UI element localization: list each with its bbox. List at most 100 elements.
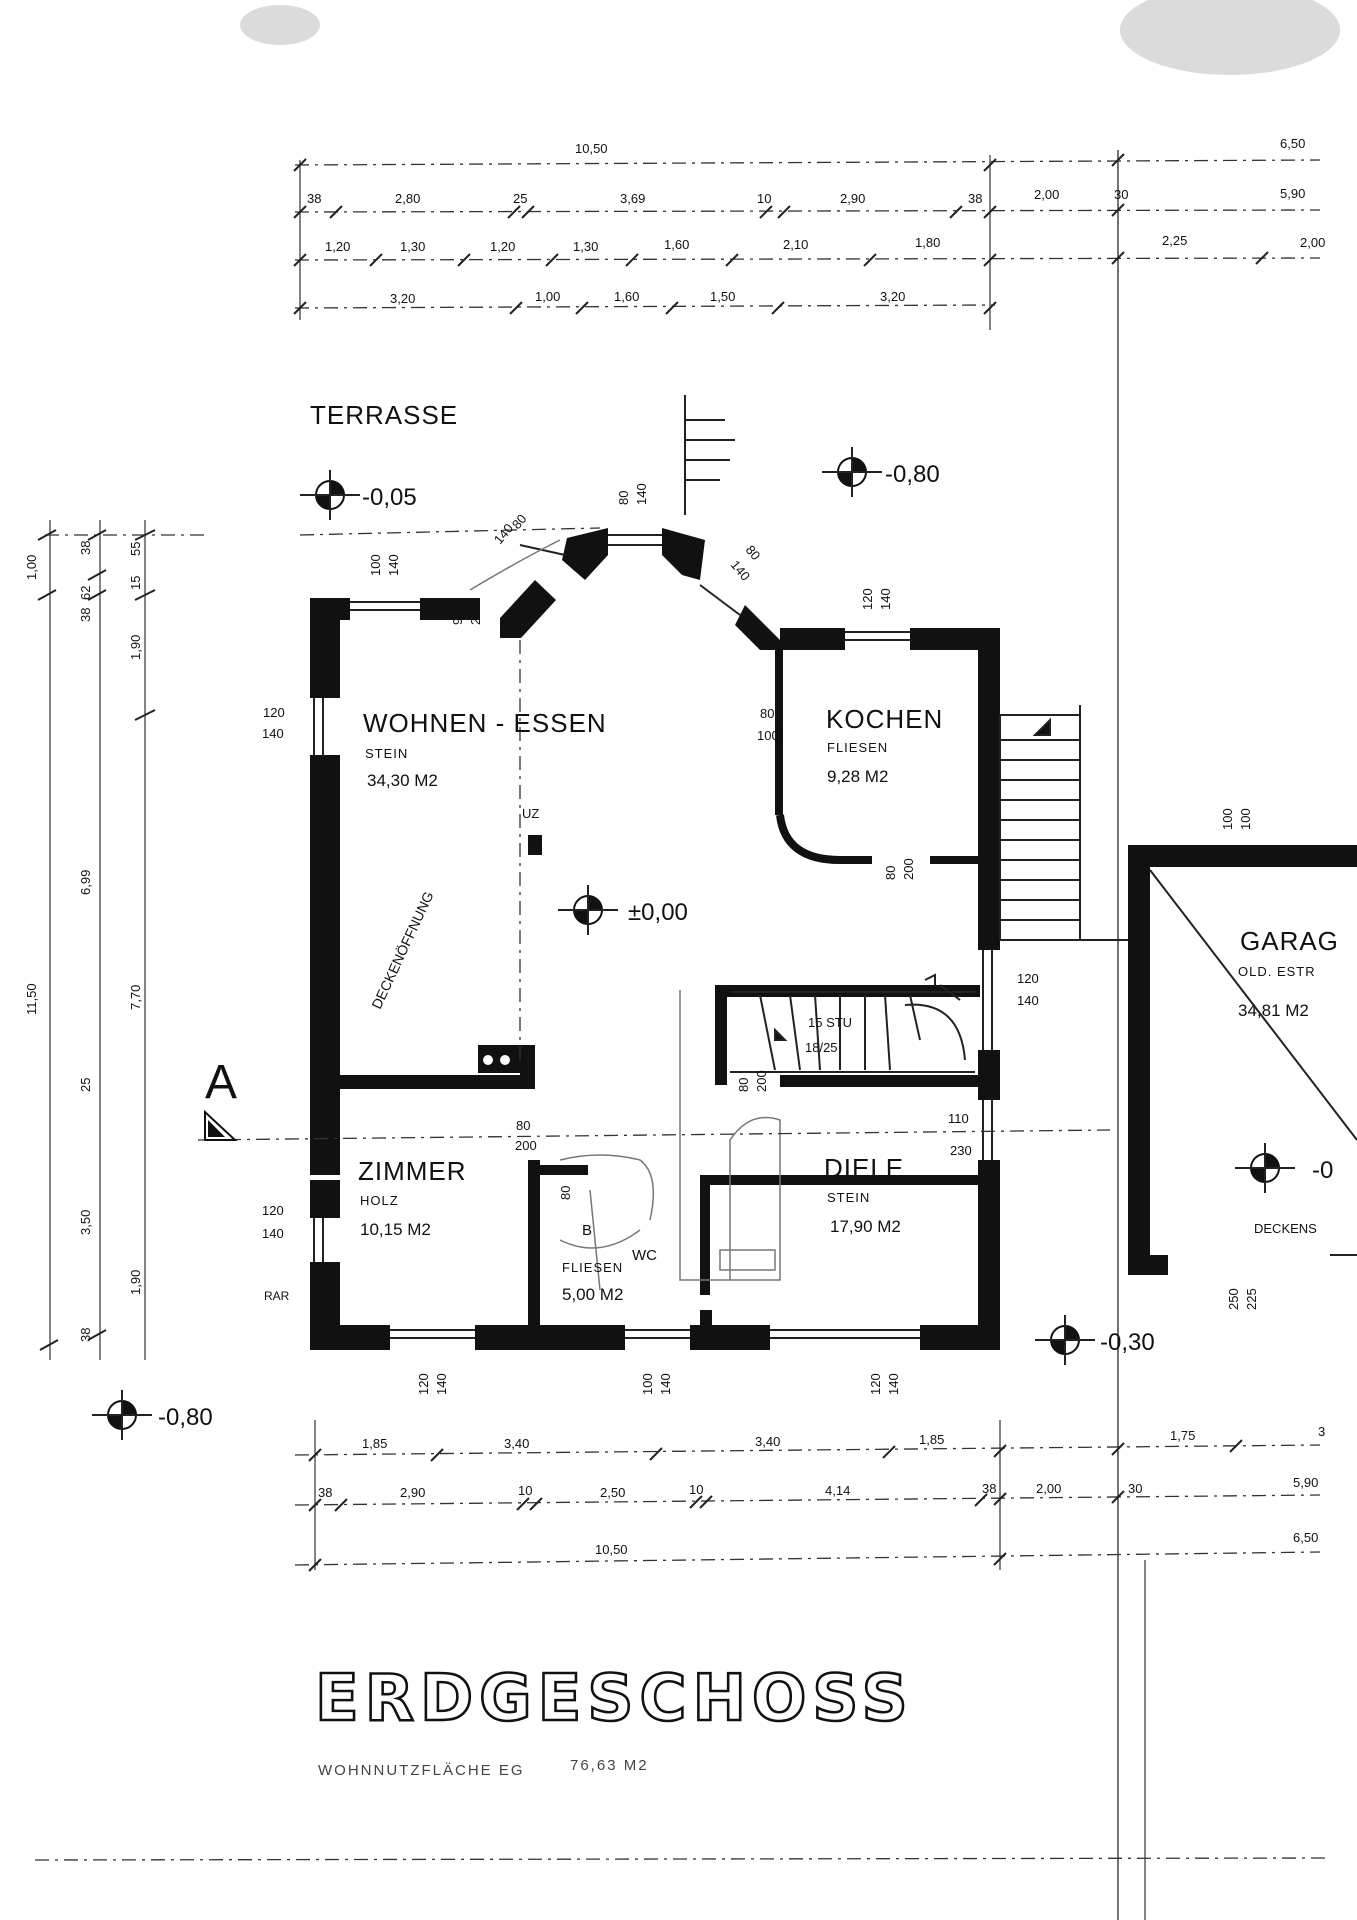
- od-bay-right-b: 140: [728, 557, 753, 583]
- od-bath-door: 80: [558, 1186, 573, 1200]
- od-bay-side-a: 90: [450, 611, 465, 625]
- dim-top-total-main: 10,50: [575, 141, 608, 156]
- od-zimmer-left-a: 120: [262, 1203, 284, 1218]
- od-kitchen-top-b: 140: [878, 588, 893, 610]
- ceiling-opening-label: DECKENÖFFNUNG: [367, 888, 436, 1011]
- dim-top-r4-2: 1,00: [535, 289, 560, 304]
- dim-top-r2-3: 25: [513, 191, 527, 206]
- od-bay-side-b: 230: [468, 603, 483, 625]
- dim-top-r2-1: 38: [307, 191, 321, 206]
- main-stairs: [730, 973, 975, 1073]
- room-material-zimmer: HOLZ: [360, 1193, 399, 1208]
- dimension-chains-top: 10,50 6,50 38 2,80 25 3,69 10 2,90 38 2,…: [293, 136, 1325, 1920]
- od-stair-bottom-a: 80: [736, 1078, 751, 1092]
- od-zimmer-door-b: 200: [515, 1138, 537, 1153]
- dim-bottom-total-garage: 6,50: [1293, 1530, 1318, 1545]
- dim-top-r2-6: 2,90: [840, 191, 865, 206]
- dim-top-r3-8: 2,25: [1162, 233, 1187, 248]
- od-garage-top-b: 100: [1238, 808, 1253, 830]
- od-kitchen-bottom-b: 200: [901, 858, 916, 880]
- room-name-zimmer: ZIMMER: [358, 1156, 467, 1186]
- dim-top-r2-5: 10: [757, 191, 771, 206]
- dim-bottom-r1-3: 3,40: [755, 1434, 780, 1449]
- od-zimmer-door-a: 80: [516, 1118, 530, 1133]
- terrace-label: TERRASSE: [310, 400, 458, 430]
- od-bottom-mid-b: 140: [658, 1373, 673, 1395]
- room-material-kochen: FLIESEN: [827, 740, 888, 755]
- dim-left-9: 11,50: [24, 983, 39, 1015]
- room-material-bath: FLIESEN: [562, 1260, 623, 1275]
- od-diele-right-b: 230: [950, 1143, 972, 1158]
- room-area-diele: 17,90 M2: [830, 1217, 901, 1236]
- od-bottom-right-a: 120: [868, 1373, 883, 1395]
- garage-walls: [1128, 845, 1357, 1275]
- dim-left-3: 38: [78, 541, 93, 555]
- od-stair-right-b: 140: [1017, 993, 1039, 1008]
- garage-ceiling-label: DECKENS: [1254, 1221, 1317, 1236]
- od-garage-bottom-b: 225: [1244, 1288, 1259, 1310]
- od-garage-top-a: 100: [1220, 808, 1235, 830]
- od-kitchen-top-a: 120: [860, 588, 875, 610]
- dim-left-1: 1,00: [24, 555, 39, 580]
- room-labels: WOHNEN - ESSEN STEIN 34,30 M2 KOCHEN FLI…: [264, 704, 1339, 1304]
- dim-top-r4-3: 1,60: [614, 289, 639, 304]
- od-bay-right-a: 80: [743, 542, 764, 563]
- od-stair-bottom-b: 200: [754, 1070, 769, 1092]
- dim-bottom-total-main: 10,50: [595, 1542, 628, 1557]
- od-living-left-b: 140: [262, 726, 284, 741]
- level-markers: -0,05 -0,80 ±0,00 -0,30: [92, 447, 1333, 1440]
- level-marker-entrance: -0,30: [1035, 1315, 1155, 1365]
- level-value-terrace: -0,05: [362, 484, 417, 511]
- level-value-garden-top: -0,80: [885, 461, 940, 488]
- level-value-garden-bottom: -0,80: [158, 1404, 213, 1431]
- opening-dimensions: 100 140 80 140 80 140 90 230 80 140 120 …: [262, 483, 1259, 1395]
- dim-left-4: 55: [128, 542, 143, 556]
- dim-bottom-r2-5: 10: [689, 1482, 703, 1497]
- od-terrace-door-b: 140: [386, 554, 401, 576]
- od-bay-top-a: 80: [616, 491, 631, 505]
- walls: [310, 528, 1000, 1350]
- dim-top-r3-2: 1,30: [400, 239, 425, 254]
- dim-left-10: 7,70: [128, 985, 143, 1010]
- level-marker-main: ±0,00: [558, 885, 688, 935]
- od-bottom-right-b: 140: [886, 1373, 901, 1395]
- dim-left-14: 38: [78, 1328, 93, 1342]
- od-diele-right-a: 110: [948, 1111, 969, 1126]
- room-area-zimmer: 10,15 M2: [360, 1220, 431, 1239]
- scan-smudges: [240, 0, 1340, 75]
- od-kitchen-left-a: 80: [760, 706, 774, 721]
- dim-bottom-r1-1: 1,85: [362, 1436, 387, 1451]
- room-name-garage: GARAG: [1240, 926, 1339, 956]
- plan-title: ERDGESCHOSS: [315, 1662, 914, 1736]
- dim-top-r2-10: 5,90: [1280, 186, 1305, 201]
- dim-left-11: 25: [78, 1078, 93, 1092]
- dimension-chains-left: 1,00 62 38 55 15 38 1,90 6,99 11,50 7,70…: [24, 520, 205, 1360]
- level-marker-garage: -0: [1235, 1143, 1333, 1193]
- dim-top-r4-1: 3,20: [390, 291, 415, 306]
- level-value-entrance: -0,30: [1100, 1329, 1155, 1356]
- window-lines: [313, 534, 993, 1339]
- level-marker-terrace: -0,05: [300, 470, 417, 520]
- dim-top-r2-2: 2,80: [395, 191, 420, 206]
- dim-top-r2-8: 2,00: [1034, 187, 1059, 202]
- terrace-steps: [299, 395, 735, 536]
- dim-left-13: 1,90: [128, 1270, 143, 1295]
- dimension-chains-bottom: 1,85 3,40 3,40 1,85 1,75 3 38 2,90 10 2,…: [294, 1420, 1325, 1572]
- room-area-wohnen: 34,30 M2: [367, 771, 438, 790]
- room-name-wohnen: WOHNEN - ESSEN: [363, 708, 607, 738]
- dim-top-r4-5: 3,20: [880, 289, 905, 304]
- room-area-kochen: 9,28 M2: [827, 767, 888, 786]
- dim-left-2: 62: [78, 586, 93, 600]
- sheet-border: [34, 1857, 1326, 1861]
- dim-bottom-r2-9: 30: [1128, 1481, 1142, 1496]
- od-stair-right-a: 120: [1017, 971, 1039, 986]
- level-value-main: ±0,00: [628, 899, 688, 926]
- room-name-kochen: KOCHEN: [826, 704, 943, 734]
- dim-bottom-r2-3: 10: [518, 1483, 532, 1498]
- rar-label: RAR: [264, 1289, 290, 1303]
- dim-top-r3-3: 1,20: [490, 239, 515, 254]
- room-material-wohnen: STEIN: [365, 746, 408, 761]
- dim-top-r4-4: 1,50: [710, 289, 735, 304]
- od-bottom-mid-a: 100: [640, 1373, 655, 1395]
- section-marker-label: A: [205, 1056, 237, 1109]
